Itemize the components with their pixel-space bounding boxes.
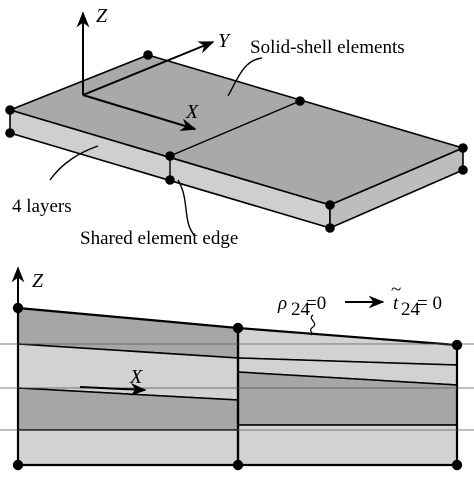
x-axis-label-side: X <box>129 366 143 388</box>
leader-layers <box>49 145 99 181</box>
t-symbol: t <box>393 293 399 314</box>
y-axis-arrow <box>82 41 215 96</box>
node <box>295 96 305 106</box>
z-axis-label-side: Z <box>32 270 44 292</box>
rho-symbol: ρ <box>277 293 287 314</box>
label-4-layers: 4 layers <box>12 196 72 217</box>
y-axis-label: Y <box>218 30 231 52</box>
node <box>458 165 468 175</box>
node <box>5 128 15 138</box>
t-subscript: 24 <box>401 299 421 320</box>
x-axis-label: X <box>185 101 199 123</box>
plate-3d-view: Z Y X Solid-shell elements 4 layers Shar… <box>5 5 468 249</box>
leader-solid-shell <box>227 57 263 97</box>
node <box>165 175 175 185</box>
t-value: = 0 <box>417 293 442 314</box>
node <box>232 459 244 471</box>
rho-leader-squiggle <box>310 314 316 336</box>
t-tilde: ~ <box>391 279 401 300</box>
label-solid-shell-elements: Solid-shell elements <box>250 37 405 58</box>
node <box>451 339 463 351</box>
x-axis-arrow <box>82 94 197 131</box>
z-axis-label: Z <box>96 5 108 27</box>
side-section-view: Z X ρ 24 =0 ~ t 24 = 0 <box>0 266 474 471</box>
node <box>165 151 175 161</box>
node <box>143 50 153 60</box>
layer-4-left <box>17 429 239 466</box>
shared-edge-top <box>169 100 301 157</box>
node <box>451 459 463 471</box>
rho-annotation: ρ 24 =0 ~ t 24 = 0 <box>277 279 442 336</box>
node <box>458 143 468 153</box>
layer-4-right <box>237 424 458 466</box>
node <box>325 200 335 210</box>
node <box>325 223 335 233</box>
node <box>12 459 24 471</box>
x-axis-arrow-side <box>79 382 147 396</box>
rho-subscript: 24 <box>291 299 311 320</box>
leader-shared-edge <box>177 179 196 237</box>
node <box>5 105 15 115</box>
rho-value: =0 <box>306 293 326 314</box>
label-shared-element-edge: Shared element edge <box>80 228 238 249</box>
node <box>232 322 244 334</box>
